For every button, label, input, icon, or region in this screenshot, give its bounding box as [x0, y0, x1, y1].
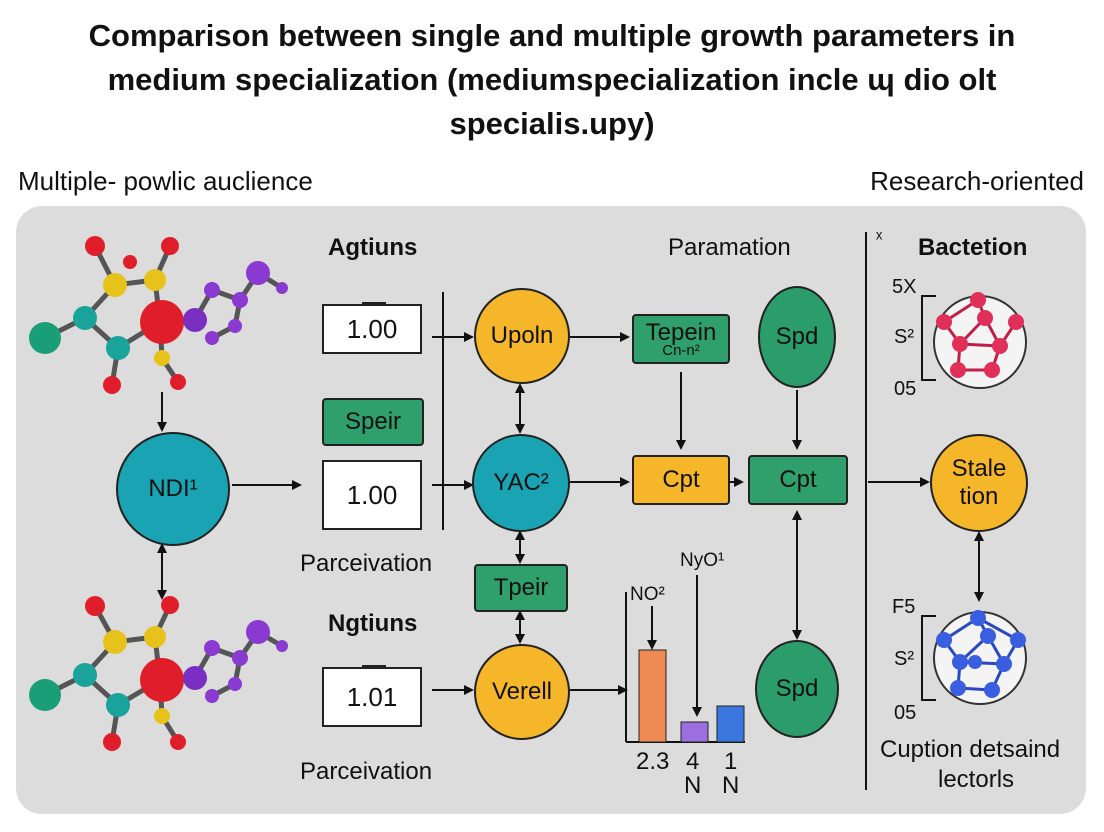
title-line-3: specialis.upy)	[449, 106, 655, 141]
scale-bottom-a: F5	[892, 596, 916, 618]
bar-tick-c-bottom: N	[722, 772, 740, 799]
value-box-top-value: 1.00	[322, 304, 422, 354]
node-yac: YAC²	[472, 434, 570, 532]
label-bactetion: Bactetion	[918, 234, 1028, 261]
node-verell: Verell	[474, 644, 570, 740]
value-box-bottom-value: 1.01	[322, 667, 422, 727]
bar-annotation-no2: NO²	[630, 584, 665, 605]
scale-top-b: S²	[894, 326, 914, 348]
title-line-2: medium specialization (mediumspecializat…	[107, 62, 997, 97]
bar-chart	[638, 649, 745, 743]
bar-2	[716, 705, 745, 743]
caption-line-1: Cuption detsaind	[880, 736, 1061, 763]
value-box-middle: 1.00	[322, 460, 432, 530]
box-tepein-sub: Cn-n²	[662, 342, 700, 359]
box-speir: Speir	[322, 398, 424, 446]
value-box-bottom-dash	[362, 665, 386, 667]
caption-line-2: lectorls	[938, 766, 1015, 793]
molecule-bottom-icon	[29, 596, 288, 751]
node-stale-tion: Stale tion	[930, 434, 1028, 532]
node-stale-line1: Stale	[951, 455, 1007, 482]
bar-annotation-nyo1: NyO¹	[680, 550, 725, 571]
scale-bottom-c: 05	[894, 702, 917, 724]
label-paramation: Paramation	[668, 234, 791, 261]
value-box-top: 1.00	[322, 292, 432, 354]
label-parceivation-bottom: Parceivation	[300, 758, 433, 785]
value-box-middle-value: 1.00	[322, 460, 422, 530]
molecule-top-icon	[29, 236, 288, 394]
node-spd-bottom: Spd	[755, 640, 839, 738]
subhead-left: Multiple- powlic auclience	[18, 166, 313, 196]
node-stale-line2: tion	[959, 483, 999, 510]
scale-bottom-b: S²	[894, 648, 914, 670]
box-tepein-label: Tepein	[645, 319, 717, 346]
title-line-1: Comparison between single and multiple g…	[88, 18, 1016, 53]
node-upoln: Upoln	[474, 288, 570, 384]
scale-top-a: 5X	[892, 276, 917, 298]
diagram-title: Comparison between single and multiple g…	[0, 14, 1104, 146]
label-x-mark: ˣ	[876, 228, 883, 249]
box-tepein: Tepein Cn-n²	[632, 314, 730, 364]
box-cpt-green: Cpt	[748, 455, 848, 505]
node-ndi: NDI¹	[116, 432, 230, 546]
value-box-top-dash	[362, 302, 386, 304]
red-network-icon	[933, 292, 1027, 389]
bar-1	[680, 721, 709, 743]
bar-tick-b-top: 4	[686, 748, 700, 775]
bar-0	[638, 649, 667, 743]
label-parceivation-top: Parceivation	[300, 550, 433, 577]
blue-network-icon	[933, 610, 1027, 705]
box-cpt-yellow: Cpt	[632, 455, 730, 505]
label-agtiuns: Agtiuns	[328, 234, 418, 261]
subhead-right: Research-oriented	[870, 166, 1084, 196]
box-tpeir: Tpeir	[474, 564, 568, 612]
bar-tick-c-top: 1	[724, 748, 738, 775]
bar-tick-b-bottom: N	[684, 772, 702, 799]
node-spd-top: Spd	[758, 286, 836, 388]
flow-arrows	[157, 332, 984, 717]
label-ngtiuns: Ngtiuns	[328, 610, 418, 637]
value-box-bottom: 1.01	[322, 655, 432, 727]
bar-tick-a: 2.3	[636, 748, 670, 775]
scale-top-c: 05	[894, 378, 917, 400]
